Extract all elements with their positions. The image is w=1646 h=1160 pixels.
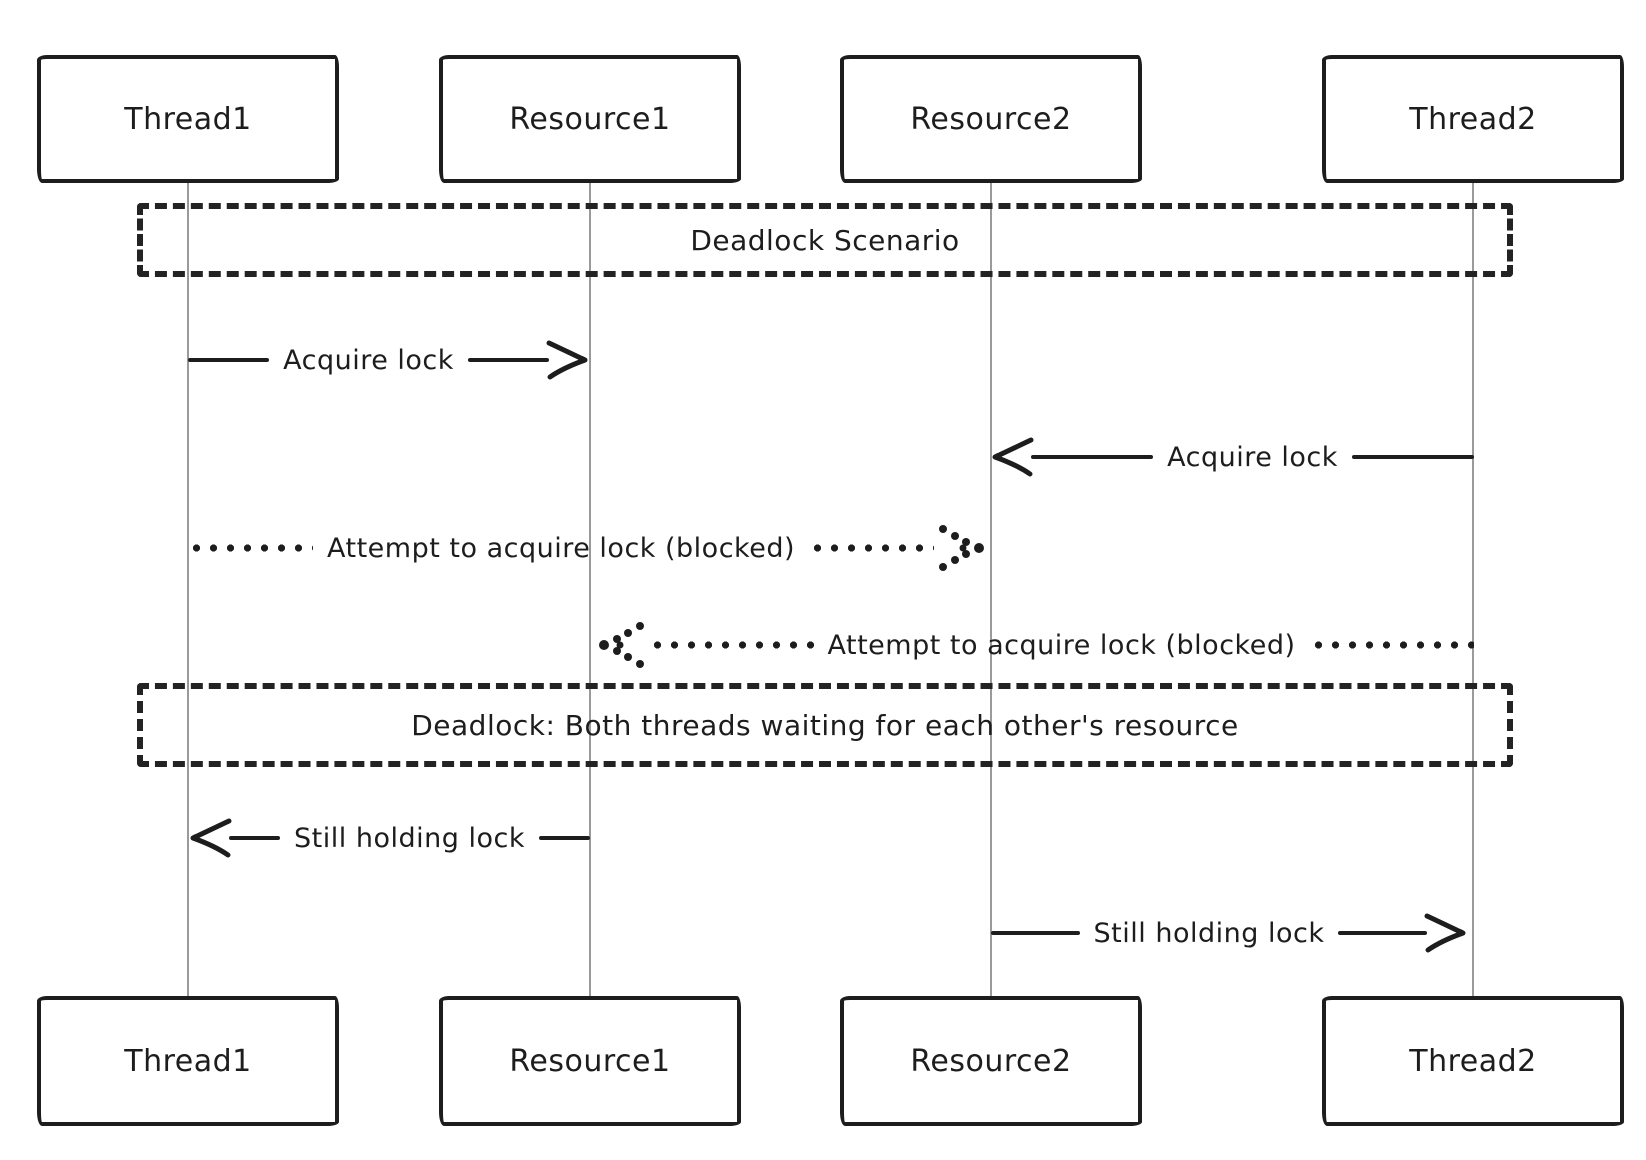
participant-top-resource2: Resource2	[840, 55, 1142, 183]
participant-bottom-thread1: Thread1	[37, 996, 339, 1126]
message-line	[188, 358, 270, 362]
participant-label: Resource1	[509, 1043, 671, 1079]
message-still-holding-lock-resource1-thread1: Still holding lock	[188, 816, 591, 860]
participant-bottom-resource2: Resource2	[840, 996, 1142, 1126]
message-acquire-lock-thread1-resource1: Acquire lock	[188, 338, 590, 382]
lifeline-resource2	[990, 183, 992, 996]
message-line-dotted	[188, 544, 313, 552]
message-line-dotted	[809, 544, 934, 552]
message-label: Still holding lock	[1093, 917, 1325, 949]
participant-label: Thread2	[1409, 101, 1537, 137]
participant-label: Resource2	[910, 101, 1072, 137]
message-line	[1338, 931, 1428, 935]
dotted-arrowhead-right-icon	[939, 525, 984, 571]
arrowhead-right-icon	[546, 340, 588, 380]
frame-label: Deadlock: Both threads waiting for each …	[411, 708, 1239, 742]
message-label: Acquire lock	[283, 344, 454, 376]
message-label: Acquire lock	[1167, 441, 1338, 473]
arrowhead-right-icon	[1424, 913, 1466, 953]
arrowhead-left-icon	[190, 818, 232, 858]
lifeline-thread2	[1472, 183, 1474, 996]
participant-label: Resource2	[910, 1043, 1072, 1079]
message-line	[1031, 455, 1154, 459]
frame-deadlock-scenario: Deadlock Scenario	[137, 203, 1513, 277]
message-label: Attempt to acquire lock (blocked)	[827, 629, 1296, 661]
lifeline-resource1	[589, 183, 591, 996]
participant-bottom-resource1: Resource1	[439, 996, 741, 1126]
frame-label: Deadlock Scenario	[690, 223, 960, 257]
participant-top-thread2: Thread2	[1322, 55, 1624, 183]
participant-bottom-thread2: Thread2	[1322, 996, 1624, 1126]
message-attempt-lock-thread1-resource2: Attempt to acquire lock (blocked)	[188, 521, 985, 575]
frame-deadlock-note: Deadlock: Both threads waiting for each …	[137, 683, 1513, 767]
message-line	[991, 931, 1080, 935]
message-line	[229, 836, 281, 840]
message-line-dotted	[649, 641, 814, 649]
participant-label: Thread1	[124, 101, 252, 137]
message-still-holding-lock-resource2-thread2: Still holding lock	[991, 911, 1468, 955]
message-attempt-lock-thread2-resource1: Attempt to acquire lock (blocked)	[598, 618, 1474, 672]
message-label: Still holding lock	[294, 822, 525, 854]
message-acquire-lock-thread2-resource2: Acquire lock	[990, 435, 1475, 479]
participant-label: Resource1	[509, 101, 671, 137]
dotted-arrowhead-left-icon	[599, 622, 644, 668]
message-line	[538, 836, 591, 840]
message-line	[467, 358, 550, 362]
participant-label: Thread2	[1409, 1043, 1537, 1079]
participant-top-thread1: Thread1	[37, 55, 339, 183]
message-line	[1351, 455, 1475, 459]
message-label: Attempt to acquire lock (blocked)	[327, 532, 795, 564]
participant-top-resource1: Resource1	[439, 55, 741, 183]
participant-label: Thread1	[124, 1043, 252, 1079]
lifeline-thread1	[187, 183, 189, 996]
message-line-dotted	[1309, 641, 1474, 649]
arrowhead-left-icon	[992, 437, 1034, 477]
